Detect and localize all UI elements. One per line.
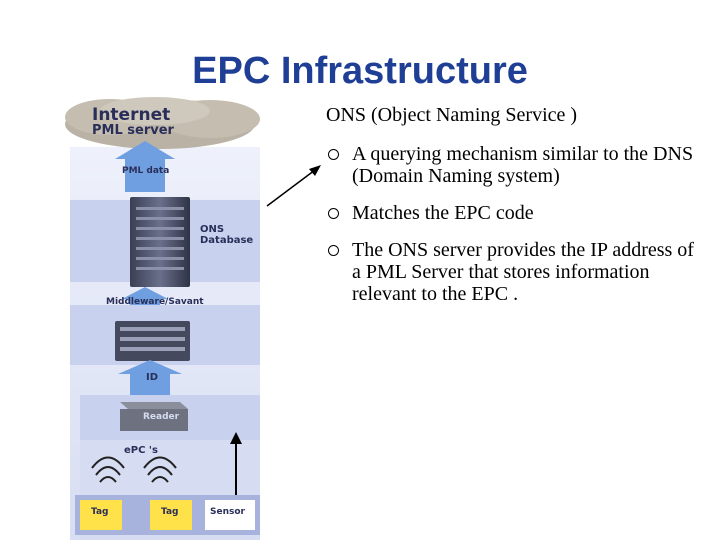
tag-2-label: Tag <box>161 507 179 517</box>
ons-server-icon <box>130 197 190 287</box>
sensor-arrow <box>230 432 242 497</box>
bullet-item: The ONS server provides the IP address o… <box>326 239 696 305</box>
tag-2-box <box>150 500 192 530</box>
bullet-text: A querying mechanism similar to the DNS … <box>352 143 694 187</box>
epcs-label: ePC 's <box>124 445 158 456</box>
database-label: Database <box>200 235 254 246</box>
wireless-waves-icon <box>91 456 177 483</box>
reader-device-icon <box>120 402 188 431</box>
tag-1-label: Tag <box>91 507 109 517</box>
bullet-circle-icon <box>328 245 339 256</box>
bullet-text: Matches the EPC code <box>352 202 534 224</box>
cloud-pml-server-label: PML server <box>92 123 174 138</box>
cloud-internet-label: Internet <box>92 105 171 125</box>
sensor-label: Sensor <box>210 507 245 517</box>
bullet-item: Matches the EPC code <box>326 202 696 224</box>
slide-title: EPC Infrastructure <box>192 50 528 92</box>
pml-data-label: PML data <box>122 166 170 176</box>
middleware-label: Middleware/Savant <box>106 297 204 307</box>
id-arrow <box>118 360 182 397</box>
diagram-graphics <box>65 97 260 540</box>
sensor-box <box>205 500 255 530</box>
ons-label: ONS <box>200 224 225 235</box>
id-label: ID <box>146 372 159 383</box>
bullet-item: A querying mechanism similar to the DNS … <box>326 143 696 187</box>
ons-bullet-list: A querying mechanism similar to the DNS … <box>326 143 696 320</box>
middleware-server-icon <box>115 321 190 361</box>
pml-data-arrow <box>115 141 175 192</box>
pointer-arrow <box>266 165 321 207</box>
reader-label: Reader <box>143 412 180 422</box>
epc-infrastructure-diagram: Internet PML server PML data ONS Databas… <box>60 97 280 540</box>
internet-cloud <box>65 97 260 149</box>
bullet-text: The ONS server provides the IP address o… <box>352 239 694 305</box>
bullet-circle-icon <box>328 208 339 219</box>
bullet-circle-icon <box>328 149 339 160</box>
ons-heading: ONS (Object Naming Service ) <box>326 104 578 126</box>
tag-1-box <box>80 500 122 530</box>
